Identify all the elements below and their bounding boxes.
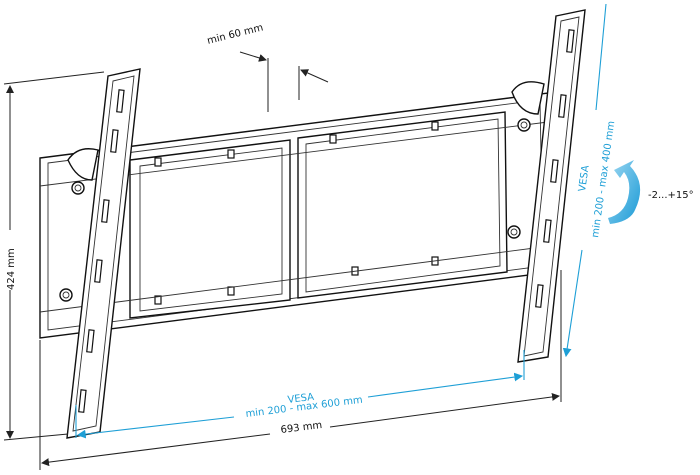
vesa-vertical-title: VESA [577,164,592,192]
wall-plate [39,92,553,339]
right-bracket-arm [507,9,586,363]
height-dimension: 424 mm [3,71,105,441]
width-label: 693 mm [280,420,323,436]
left-bracket-arm [59,68,141,439]
height-label: 424 mm [6,248,17,290]
min-gap-label: min 60 mm [206,22,264,47]
tilt-label: -2...+15° [648,190,694,201]
min-gap-dimension: min 60 mm [206,22,329,112]
tilt-indicator: -2...+15° [608,160,694,224]
vesa-horizontal-title: VESA [287,392,315,406]
tilt-arrow-icon [608,160,641,224]
width-dimension: 693 mm [39,270,562,470]
